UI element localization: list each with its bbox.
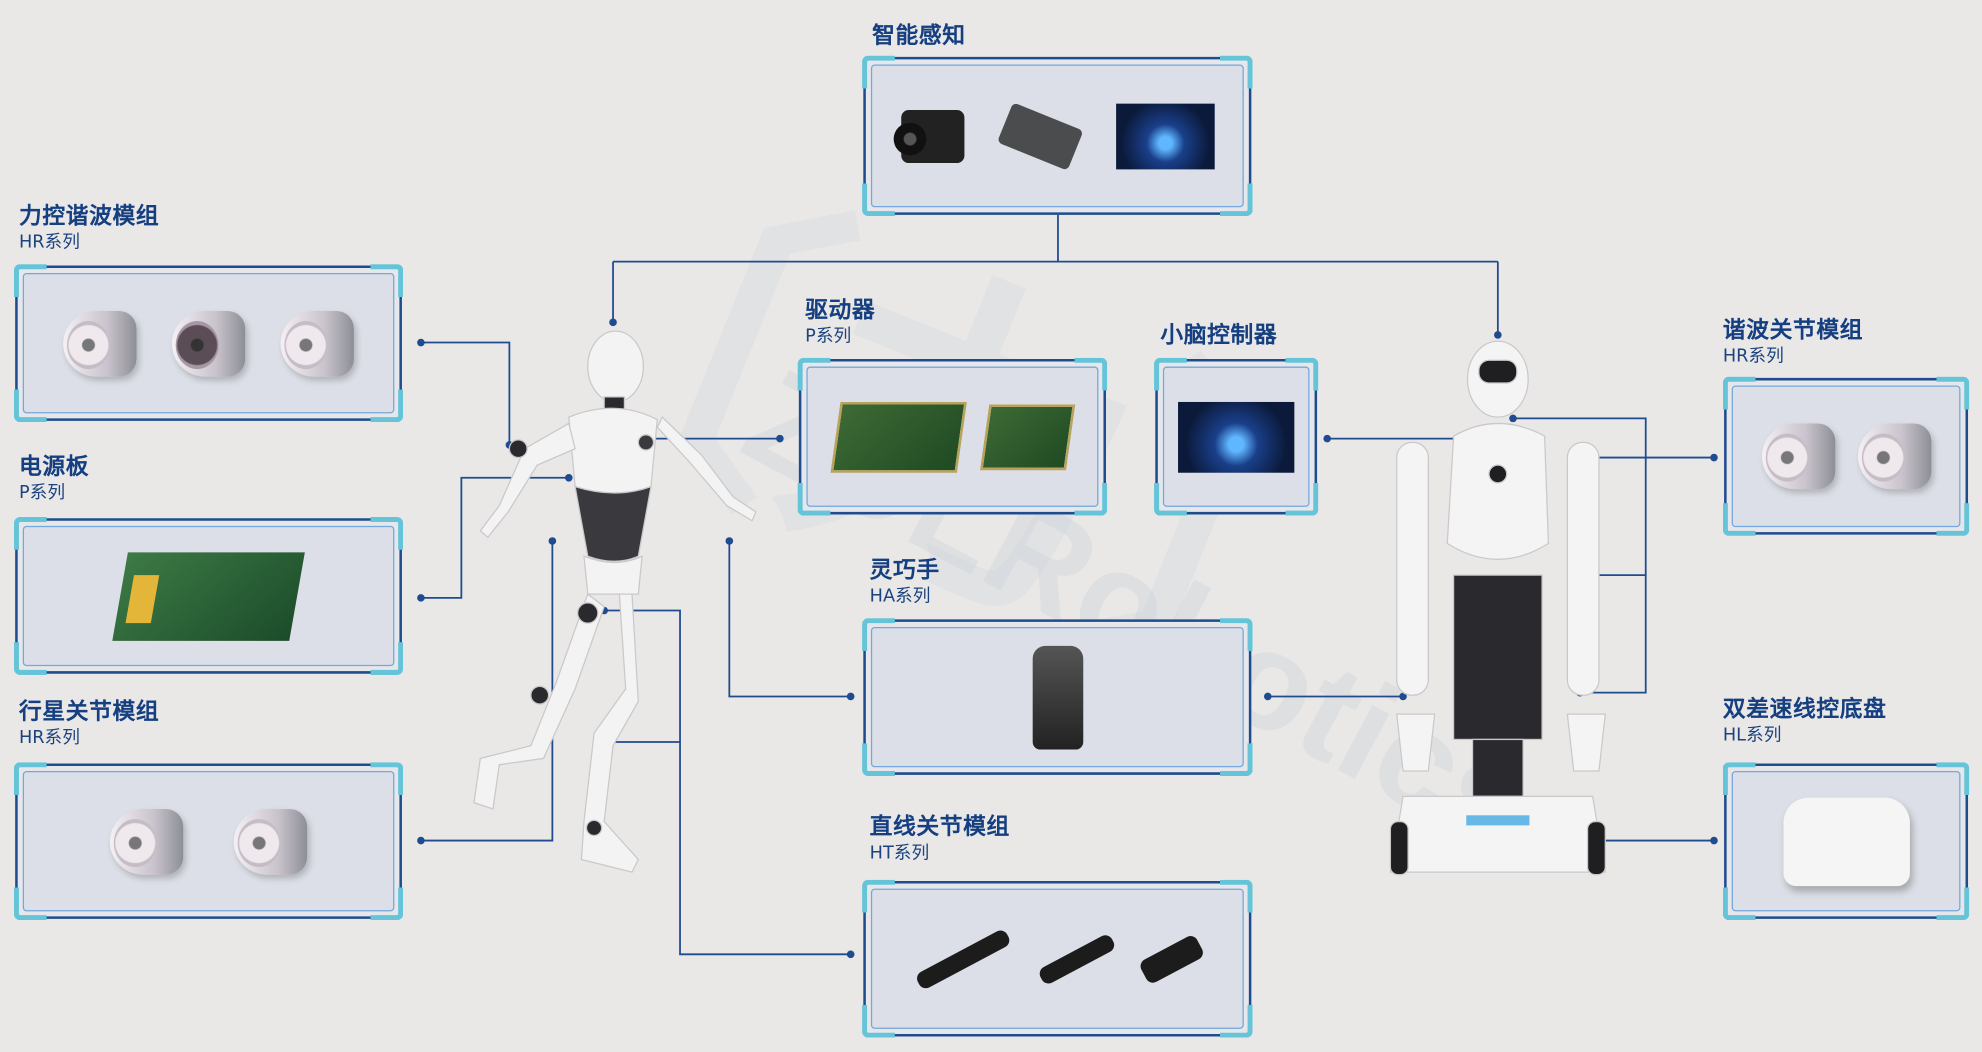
camera-image <box>893 109 964 163</box>
dexterous-hand-card[interactable] <box>862 618 1253 777</box>
radar-sensor-image <box>996 101 1083 171</box>
power-board-card[interactable] <box>13 516 404 675</box>
driver-series: P系列 <box>805 326 852 347</box>
power-board-series: P系列 <box>18 482 66 504</box>
harmonic-joint-card[interactable] <box>1722 376 1970 536</box>
planetary-module-2-image <box>233 808 308 875</box>
perception-card[interactable] <box>862 55 1253 217</box>
chassis-series: HL系列 <box>1722 725 1782 746</box>
cerebellum-title: 小脑控制器 <box>1160 322 1278 349</box>
planetary-module-1-image <box>109 808 184 875</box>
linear-actuator-2-image <box>1036 931 1117 986</box>
chassis-image <box>1782 796 1910 886</box>
linear-actuator-3-image <box>1137 932 1205 985</box>
dexterous-hand-series: HA系列 <box>869 586 931 607</box>
dexterous-hand-title: 灵巧手 <box>869 557 940 584</box>
harmonic-joint-2-image <box>1857 423 1931 490</box>
force-harmonic-series: HR系列 <box>18 232 80 253</box>
harmonic-module-white-image <box>63 310 137 377</box>
power-board-image <box>112 551 305 641</box>
force-harmonic-card[interactable] <box>13 264 404 423</box>
harmonic-joint-1-image <box>1761 423 1835 490</box>
driver-title: 驱动器 <box>805 297 876 324</box>
linear-card[interactable] <box>862 879 1253 1038</box>
robot-hand-image <box>1032 645 1083 749</box>
chassis-title: 双差速线控底盘 <box>1722 696 1887 724</box>
humanoid-robot-left <box>473 330 757 873</box>
controller-chip-image <box>1178 401 1295 473</box>
driver-board-1-image <box>829 401 967 473</box>
linear-title: 直线关节模组 <box>869 814 1010 841</box>
perception-title: 智能感知 <box>872 22 966 50</box>
planetary-series: HR系列 <box>18 728 80 749</box>
linear-actuator-1-image <box>913 927 1012 991</box>
harmonic-module-dark-image <box>171 310 246 377</box>
humanoid-robot-right <box>1389 340 1607 876</box>
power-board-title: 电源板 <box>18 453 90 481</box>
driver-board-2-image <box>979 403 1075 470</box>
planetary-card[interactable] <box>13 762 404 921</box>
planetary-title: 行星关节模组 <box>18 698 160 726</box>
harmonic-joint-series: HR系列 <box>1722 346 1784 367</box>
ai-chip-image <box>1115 103 1215 169</box>
driver-card[interactable] <box>797 357 1108 516</box>
linear-series: HT系列 <box>869 843 930 864</box>
harmonic-module-silver-image <box>280 310 354 377</box>
harmonic-joint-title: 谐波关节模组 <box>1722 317 1864 344</box>
force-harmonic-title: 力控谐波模组 <box>18 203 160 231</box>
cerebellum-card[interactable] <box>1154 357 1319 516</box>
chassis-card[interactable] <box>1722 762 1970 921</box>
